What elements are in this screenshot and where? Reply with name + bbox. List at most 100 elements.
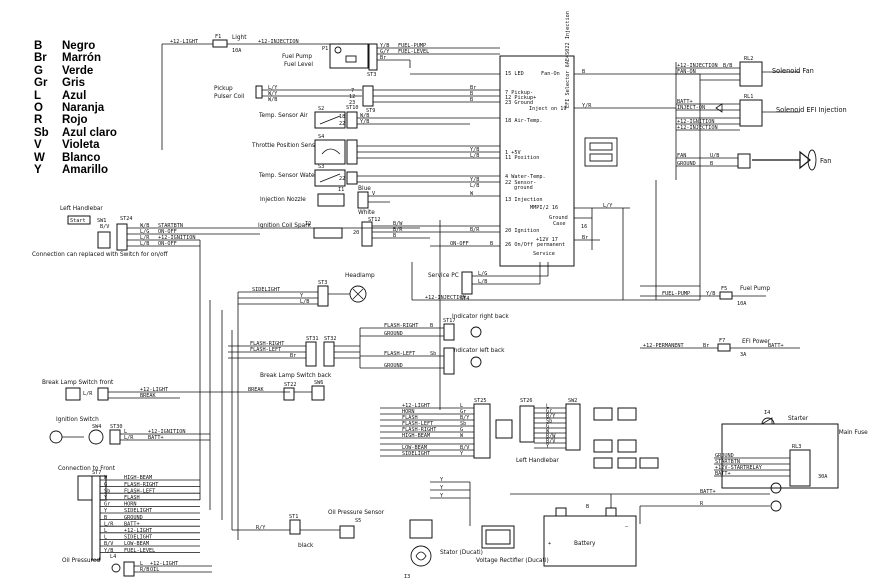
voltage-rectifier: Voltage Rectifier (Ducati) YYY xyxy=(430,477,552,564)
svg-text:R/B: R/B xyxy=(140,567,149,573)
starter-relay-label: +12V-STARTRELAY xyxy=(715,465,763,471)
ign12-efi: +12-IGNITION xyxy=(677,119,714,125)
svg-text:W/B: W/B xyxy=(268,97,277,103)
legend-code: Y xyxy=(34,164,42,177)
flash-left-mid: FLASH-LEFT xyxy=(250,347,281,353)
handlebar-wire-color: W xyxy=(546,428,550,434)
svg-text:B: B xyxy=(430,323,433,329)
ignition-coil-label: Ignition Coil Spark xyxy=(258,223,312,229)
legend-color-name: Azul claro xyxy=(62,126,117,139)
svg-text:W/B: W/B xyxy=(140,223,149,229)
flash-left-ind: FLASH-LEFT xyxy=(384,351,415,357)
svg-text:20 Ignition: 20 Ignition xyxy=(505,228,539,234)
switch-sw1 xyxy=(67,215,91,225)
svg-text:Br: Br xyxy=(290,353,296,359)
brake-sig-front: BREAK xyxy=(140,393,156,399)
svg-text:SW4: SW4 xyxy=(92,424,101,430)
legend-code: O xyxy=(34,102,43,115)
svg-text:L4: L4 xyxy=(110,554,116,560)
fuse-f1-rating: 10A xyxy=(232,48,242,54)
fan-ground: GROUND xyxy=(677,161,696,167)
efi-power-label: EFI Power xyxy=(742,339,771,345)
svg-text:Br: Br xyxy=(470,85,476,91)
service-pc: Service PC L/GL/B ST4 xyxy=(428,262,549,302)
svg-text:L/B: L/B xyxy=(478,279,487,285)
indicator-left-label: Indicator left back xyxy=(452,348,505,354)
svg-text:L/G: L/G xyxy=(478,271,487,277)
brake-back-label: Break Lamp Switch back xyxy=(260,373,332,379)
svg-text:B/V: B/V xyxy=(100,224,109,230)
legend-code: W xyxy=(34,151,45,164)
svg-text:Ground: Ground xyxy=(549,215,568,221)
svg-text:18 Air-Temp.: 18 Air-Temp. xyxy=(505,118,542,124)
fuel-pump-right-sig: FUEL-PUMP xyxy=(662,291,690,297)
efi-power: +12-PERMANENT Br F7 3A EFI Power BATT+ xyxy=(640,338,800,358)
oil-pressure: Oil Pressure Sensor S5 ST1 black R/Y Oil… xyxy=(62,510,385,577)
left-handlebar-switch: Left Handlebar Start SW1 B/V ST24 W/BL/G… xyxy=(32,206,420,258)
front-wire-color: W xyxy=(104,475,108,481)
svg-text:22: 22 xyxy=(339,176,345,182)
indicator-left-back: Indicator left back FLASH-LEFT GROUND Sb xyxy=(360,347,505,375)
battery: + – Battery B xyxy=(543,494,641,567)
legend-code: G xyxy=(34,64,43,77)
front-wire-signal: LOW-BEAM xyxy=(124,541,149,547)
ign12-sw: +12-IGNITION xyxy=(148,429,185,435)
front-wire-color: L xyxy=(104,528,107,534)
svg-text:B/B: B/B xyxy=(723,63,732,69)
efi-ecu: 15 LED Fan-On 7 Pickup- 12 Pickup+ 23 Gr… xyxy=(499,11,618,267)
ecu-side-label: EFI Selector 6AE4S022 Injection xyxy=(565,11,571,108)
svg-text:Br: Br xyxy=(582,235,588,241)
svg-text:V: V xyxy=(372,191,375,197)
svg-text:S3: S3 xyxy=(318,164,324,170)
svg-text:ST10: ST10 xyxy=(346,105,359,111)
svg-text:S2: S2 xyxy=(318,106,324,112)
fuse-f1-label: F1 xyxy=(215,34,221,40)
fan-on-label: FAN-ON xyxy=(677,69,696,75)
svg-text:Br: Br xyxy=(380,55,386,61)
svg-text:B: B xyxy=(586,504,589,510)
ground-ind-r: GROUND xyxy=(384,331,403,337)
indicator-right-back: Indicator right back ST17 FLASH-RIGHT GR… xyxy=(360,314,509,341)
svg-text:W: W xyxy=(470,191,474,197)
svg-text:I1: I1 xyxy=(338,187,344,193)
svg-text:SW1: SW1 xyxy=(97,218,106,224)
svg-text:ST17: ST17 xyxy=(443,318,456,324)
handlebar-wire-color: Y xyxy=(546,443,550,449)
label-light12-top: +12-LIGHT xyxy=(170,39,198,45)
startbtn-starter: STARTBTN xyxy=(715,459,740,465)
legend-color-name: Rojo xyxy=(62,114,88,127)
svg-text:FAN: FAN xyxy=(677,153,686,159)
svg-text:22: 22 xyxy=(339,121,345,127)
svg-text:Y/B: Y/B xyxy=(360,119,369,125)
svg-text:B: B xyxy=(582,69,585,75)
ecu-box xyxy=(499,55,575,267)
svg-text:Y: Y xyxy=(440,493,444,499)
fuel-pump-right: FUEL-PUMP Y/B F5 10A Fuel Pump xyxy=(640,286,770,307)
svg-text:B: B xyxy=(470,97,473,103)
front-wire-signal: GROUND xyxy=(124,515,143,521)
svg-text:I4: I4 xyxy=(764,410,770,416)
ignition-switch-label: Ignition Switch xyxy=(56,417,99,423)
pickup-label: Pickup xyxy=(214,86,233,92)
svg-text:Inject on 19: Inject on 19 xyxy=(529,106,566,112)
junction-signal: HIGH-BEAM xyxy=(402,433,430,439)
front-wire-signal: SIDELIGHT xyxy=(124,508,152,514)
svg-text:B/R: B/R xyxy=(393,227,403,233)
solenoid-efi: RL1 Solenoid EFI Injection BATT+ INJECT-… xyxy=(574,94,847,131)
svg-text:16: 16 xyxy=(581,224,587,230)
handlebar-wire-color: B/W xyxy=(546,433,556,439)
front-wire-signal: +12-LIGHT xyxy=(124,528,152,534)
sidelight-hl: SIDELIGHT xyxy=(252,287,280,293)
svg-text:7: 7 xyxy=(351,88,354,94)
label-inj12-top: +12-INJECTION xyxy=(258,39,299,45)
svg-text:L/Y: L/Y xyxy=(268,85,278,91)
rectifier-label: Voltage Rectifier (Ducati) xyxy=(476,558,549,564)
legend-color-name: Negro xyxy=(62,40,96,52)
svg-text:4 Water-Temp.: 4 Water-Temp. xyxy=(505,174,546,180)
stator: I3 Stator (Ducati) xyxy=(404,519,483,580)
